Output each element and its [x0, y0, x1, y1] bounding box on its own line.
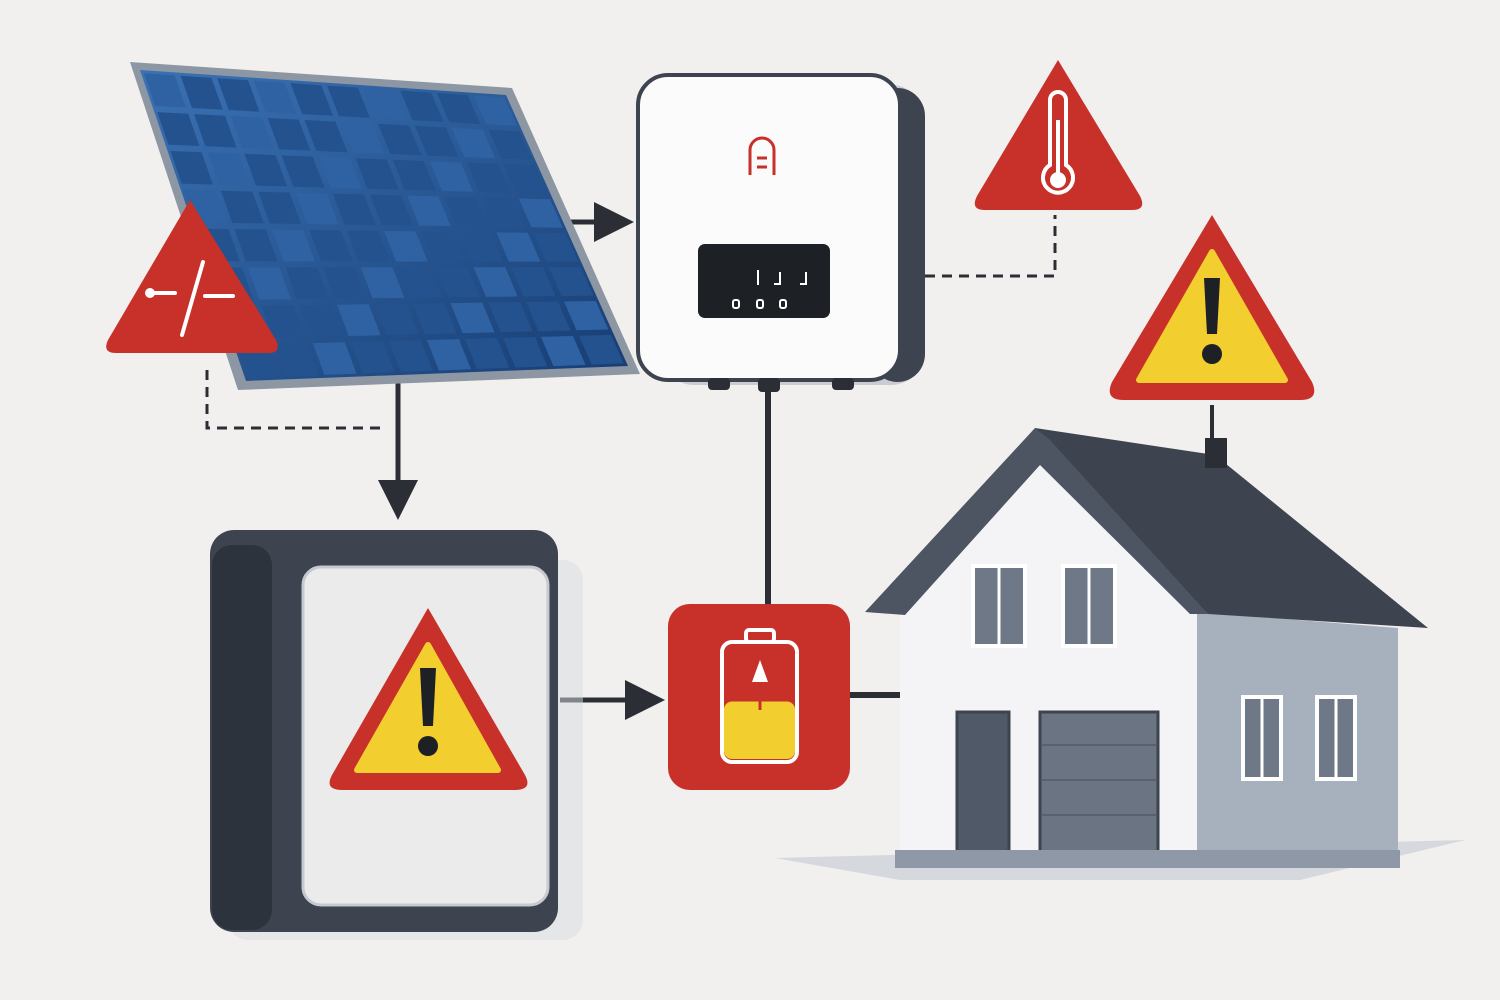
solar-cell — [247, 267, 291, 300]
temperature-warning — [974, 60, 1143, 210]
solar-cell — [503, 164, 548, 194]
solar-cell — [578, 334, 624, 365]
inverter-display — [698, 244, 830, 318]
exclamation-icon — [1202, 278, 1222, 364]
battery-level-icon — [720, 628, 799, 764]
solar-cell — [388, 340, 433, 372]
solar-cell — [274, 343, 319, 377]
solar-cell — [392, 159, 437, 191]
broken-wire-icon — [145, 260, 235, 337]
solar-cell — [350, 341, 395, 374]
solar-cell — [473, 267, 518, 297]
solar-cell — [421, 231, 466, 262]
dashed-line-wire — [205, 370, 385, 430]
solar-cell — [458, 231, 503, 262]
solar-cell — [290, 83, 334, 116]
solar-cell — [511, 267, 556, 297]
inverter-logo-icon — [748, 136, 776, 175]
solar-cells — [143, 73, 624, 378]
solar-cell — [221, 190, 264, 224]
solar-cell — [518, 198, 563, 228]
solar-cell — [426, 339, 471, 371]
solar-cell — [346, 230, 391, 262]
solar-cell — [451, 127, 496, 159]
solar-cell — [481, 197, 526, 228]
solar-cell — [285, 267, 329, 300]
solar-cell — [466, 162, 511, 193]
garage-door — [1038, 710, 1160, 866]
solar-panel — [130, 62, 640, 390]
solar-cell — [341, 121, 385, 154]
solar-cell — [170, 150, 213, 185]
battery-warning — [329, 608, 528, 790]
solar-cell — [312, 342, 357, 375]
solar-cell — [450, 302, 495, 334]
solar-cell — [414, 125, 459, 157]
solar-cell — [400, 90, 444, 122]
solar-cell — [374, 303, 419, 336]
solar-cell — [369, 194, 414, 226]
solar-cell — [384, 230, 428, 262]
battery-hub — [668, 604, 850, 790]
solar-cell — [258, 191, 302, 224]
solar-cell — [407, 195, 451, 227]
thermometer-icon — [1041, 90, 1075, 195]
house-warning — [1109, 215, 1315, 400]
solar-cell — [318, 156, 362, 189]
solar-cell — [540, 335, 586, 367]
solar-cell — [323, 267, 367, 299]
house — [775, 428, 1465, 880]
solar-cell — [502, 336, 548, 368]
solar-cell — [464, 338, 510, 370]
front-door — [955, 710, 1011, 860]
solar-cell — [563, 301, 609, 331]
solar-cell — [398, 267, 443, 298]
solar-cell — [488, 302, 533, 333]
solar-cell — [327, 85, 370, 118]
solar-cell — [488, 129, 533, 160]
solar-cell — [496, 232, 541, 262]
solar-cell — [360, 267, 405, 299]
solar-cell — [234, 229, 278, 262]
exclamation-icon — [418, 668, 438, 756]
solar-cell — [217, 78, 260, 112]
inverter — [636, 73, 925, 392]
solar-cell — [194, 114, 237, 148]
solar-cell — [444, 196, 489, 227]
solar-cell — [378, 123, 422, 156]
solar-cell — [299, 304, 343, 338]
solar-cell — [429, 161, 474, 192]
solar-cell — [143, 73, 187, 108]
solar-cell — [207, 152, 251, 186]
solar-cell — [253, 80, 297, 114]
solar-cell — [412, 303, 457, 335]
solar-cell — [473, 95, 518, 127]
solar-cell — [295, 192, 339, 225]
solar-cell — [355, 158, 399, 190]
solar-cell — [363, 88, 407, 120]
solar-cell — [436, 92, 481, 124]
solar-cell — [267, 118, 311, 151]
battery-storage — [210, 530, 583, 940]
solar-cell — [548, 267, 594, 296]
solar-cell — [436, 267, 480, 298]
solar-cell — [244, 153, 288, 187]
solar-cell — [261, 305, 305, 338]
solar-cell — [309, 230, 353, 262]
disconnected-wire-warning — [106, 200, 278, 353]
solar-cell — [271, 229, 315, 262]
dashed-line-temperature — [925, 215, 1057, 278]
solar-cell — [230, 116, 274, 150]
roof — [1035, 428, 1428, 628]
solar-cell — [533, 232, 579, 262]
solar-cell — [332, 193, 376, 226]
solar-cell — [157, 112, 200, 147]
solar-cell — [180, 75, 223, 110]
solar-cell — [526, 301, 571, 332]
solar-cell — [281, 155, 325, 188]
solar-cell — [304, 119, 348, 153]
solar-cell — [337, 304, 381, 337]
